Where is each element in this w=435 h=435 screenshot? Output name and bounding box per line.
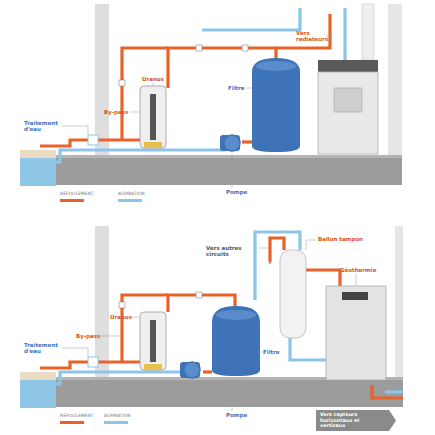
legend-swatch xyxy=(60,421,84,424)
part-label: Pompe xyxy=(226,412,247,418)
part-label: Traitement d'eau xyxy=(24,342,62,355)
part-label: By-pass xyxy=(76,333,100,339)
part-label: Filtre xyxy=(228,85,245,91)
part-label: By-pass xyxy=(104,109,128,115)
part-label: Filtre xyxy=(263,349,280,355)
arrow-box-outline xyxy=(316,410,396,431)
legend-swatch xyxy=(118,199,142,202)
legend-text: ASPIRATION xyxy=(118,192,145,197)
part-label: Pompe xyxy=(226,189,247,195)
legend-text: ASPIRATION xyxy=(104,414,131,419)
arrow-box-text: Vers capteurs horizontaux et verticaux xyxy=(320,412,386,429)
part-label: Uranus xyxy=(142,76,164,82)
part-label: Géothermie xyxy=(340,267,376,273)
part-label: Uranus xyxy=(110,314,132,320)
part-label: Ballon tampon xyxy=(318,236,363,242)
part-label: Traitement d'eau xyxy=(24,120,62,133)
legend-text: REFOULEMENT xyxy=(60,414,94,419)
legend-swatch xyxy=(104,421,128,424)
legend-swatch xyxy=(60,199,84,202)
arrow-box: Vers capteurs horizontaux et verticaux xyxy=(316,410,396,431)
part-label: Vers radiateurs xyxy=(296,30,336,43)
legend-text: REFOULEMENT xyxy=(60,192,94,197)
part-label: Vers autres circuits xyxy=(206,245,258,258)
